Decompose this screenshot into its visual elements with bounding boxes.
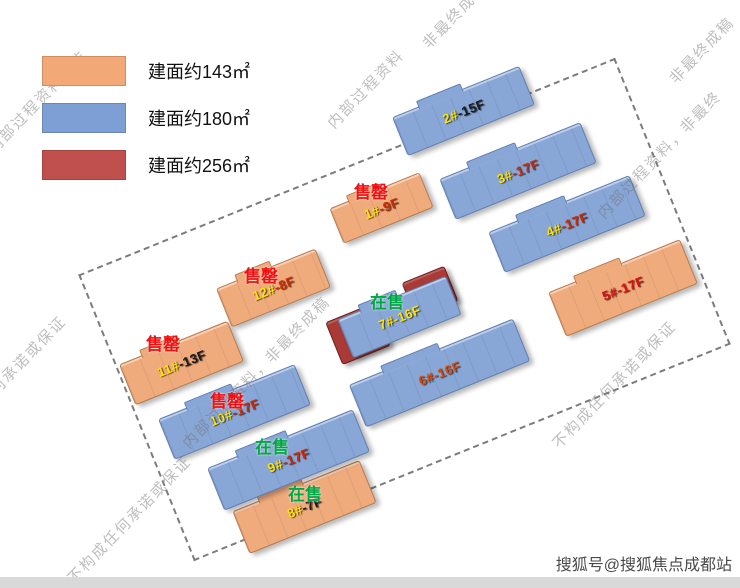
legend-swatch-256 — [42, 150, 126, 180]
status-onsale-7: 在售 — [370, 293, 404, 312]
watermark-text: 不构成任何承诺或保证 — [0, 312, 70, 448]
legend-item-143: 建面约143㎡ — [42, 56, 250, 86]
status-soldout-11: 售罄 — [146, 335, 180, 354]
building-label: 5#-17F — [599, 272, 647, 304]
status-onsale-8: 在售 — [288, 485, 322, 504]
status-onsale-9: 在售 — [255, 438, 289, 457]
status-soldout-1: 售罄 — [354, 183, 388, 202]
building-label: 3#-17F — [494, 155, 542, 187]
legend-swatch-143 — [42, 56, 126, 86]
credit-text: 搜狐号@搜狐焦点成都站 — [555, 557, 732, 574]
bottom-gray-bar — [0, 577, 740, 588]
status-soldout-10: 售罄 — [210, 392, 244, 411]
legend-swatch-180 — [42, 103, 126, 133]
legend-item-256: 建面约256㎡ — [42, 150, 250, 180]
building-label: 2#-15F — [439, 95, 487, 127]
building-label: 6#-16F — [415, 357, 463, 389]
status-soldout-12: 售罄 — [244, 267, 278, 286]
legend: 建面约143㎡ 建面约180㎡ 建面约256㎡ — [42, 56, 250, 197]
building-label: 4#-17F — [543, 208, 591, 240]
legend-label-143: 建面约143㎡ — [148, 62, 251, 82]
legend-item-180: 建面约180㎡ — [42, 103, 250, 133]
legend-label-180: 建面约180㎡ — [148, 109, 251, 129]
legend-label-256: 建面约256㎡ — [148, 156, 251, 176]
watermark-text: 非最终成稿或保证 — [417, 0, 527, 53]
watermark-text: 非最终成稿 — [666, 14, 738, 88]
